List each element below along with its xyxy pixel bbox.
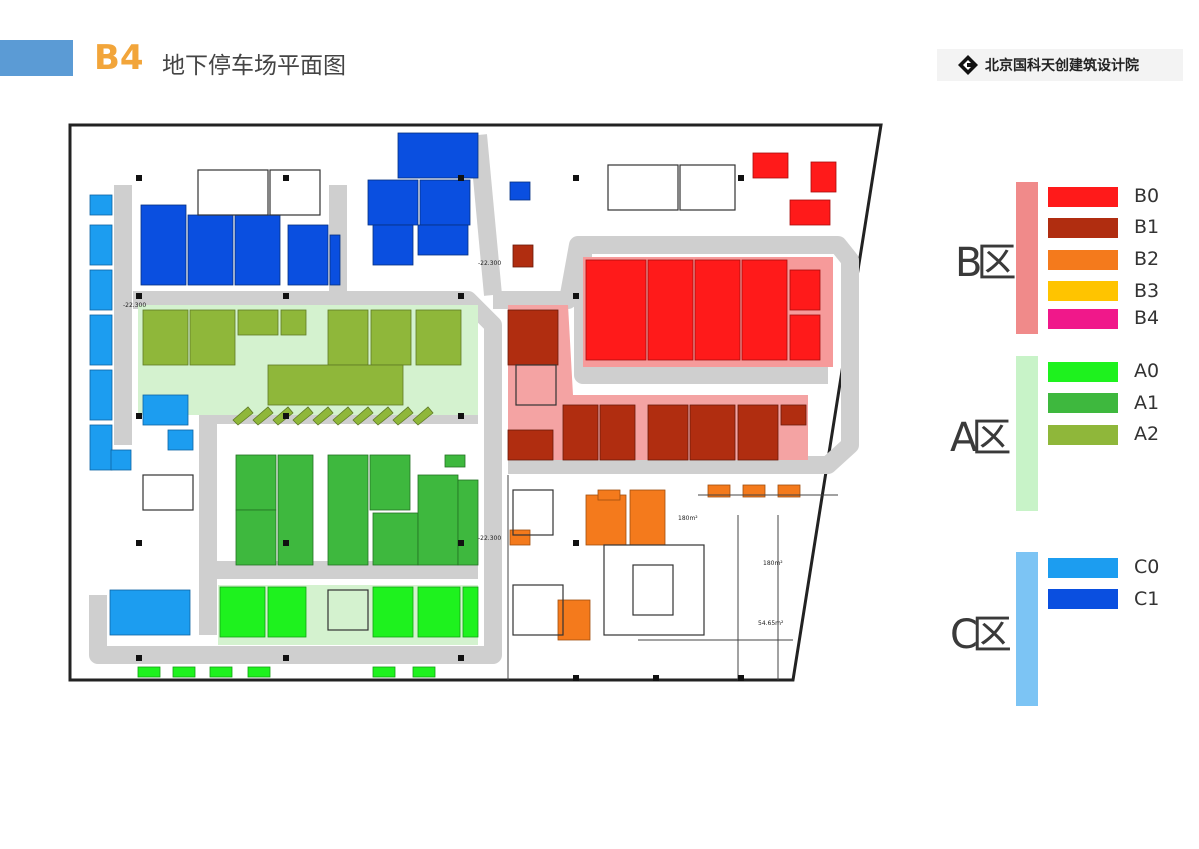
legend-label-c0: C0 [1134, 556, 1160, 578]
legend-swatch-b4 [1048, 309, 1118, 329]
legend-label-b4: B4 [1134, 307, 1160, 329]
zone-c-label: C区 [950, 612, 1012, 658]
legend-label-c1: C1 [1134, 588, 1160, 610]
legend-swatch-b1 [1048, 218, 1118, 238]
zone-a0-stalls [137, 586, 479, 678]
zone-a-label: A区 [950, 415, 1011, 461]
parking-floor-plan: -22.300 -22.300 -22.300 180m² 54.65m² 18… [68, 123, 883, 682]
legend-swatch-a2 [1048, 425, 1118, 445]
elevation-label-center: -22.300 [478, 535, 501, 542]
zone-c0-stalls [89, 194, 194, 636]
legend-label-a2: A2 [1134, 423, 1160, 445]
area-label-3: 180m² [763, 560, 783, 567]
legend-swatch-a0 [1048, 362, 1118, 382]
legend-swatch-b3 [1048, 281, 1118, 301]
title-accent-bar [0, 40, 73, 76]
building-cores [142, 164, 736, 636]
legend-label-b2: B2 [1134, 248, 1160, 270]
company-logo-icon [958, 55, 978, 75]
legend-label-b1: B1 [1134, 216, 1160, 238]
zone-a1-stalls [235, 454, 479, 566]
legend-swatch-a1 [1048, 393, 1118, 413]
zone-a-bar [1016, 356, 1038, 511]
legend-swatch-b0 [1048, 187, 1118, 207]
zone-b0-stalls [585, 152, 837, 361]
columns [136, 175, 744, 681]
zone-b1-stalls [507, 244, 807, 461]
elevation-label-west: -22.300 [123, 302, 146, 309]
legend-label-a1: A1 [1134, 392, 1160, 414]
zone-b-bar [1016, 182, 1038, 334]
zone-c1-stalls [140, 132, 531, 286]
legend-swatch-c1 [1048, 589, 1118, 609]
legend-label-b0: B0 [1134, 185, 1160, 207]
zone-b2-stalls [509, 484, 801, 641]
page-title: 地下停车场平面图 [162, 53, 346, 79]
zone-b-label: B区 [955, 240, 1017, 286]
elevation-label-north: -22.300 [478, 260, 501, 267]
zone-c-bar [1016, 552, 1038, 706]
area-label-1: 180m² [678, 515, 698, 522]
area-label-2: 54.65m² [758, 620, 784, 627]
structural-grid [507, 475, 838, 680]
legend-label-b3: B3 [1134, 280, 1160, 302]
company-name: 北京国科天创建筑设计院 [985, 58, 1139, 74]
legend-swatch-b2 [1048, 250, 1118, 270]
legend-swatch-c0 [1048, 558, 1118, 578]
zone-a2-stalls [142, 309, 462, 426]
company-logo: 北京国科天创建筑设计院 [937, 49, 1183, 81]
level-code: B4 [94, 38, 144, 78]
legend-label-a0: A0 [1134, 360, 1160, 382]
